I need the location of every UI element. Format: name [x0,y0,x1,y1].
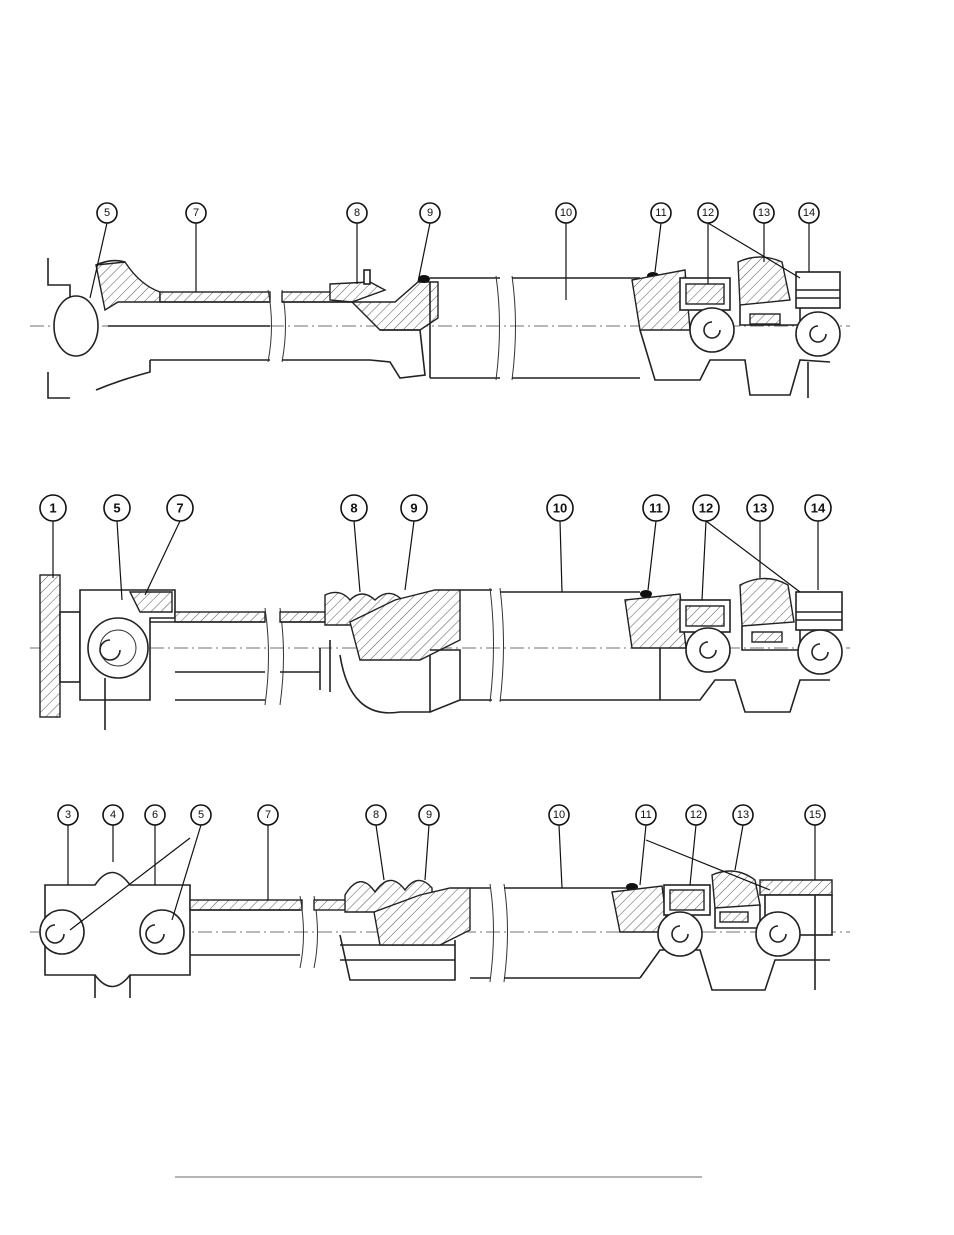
callout-top-9: 9 [420,203,440,223]
callout-bottom-5: 5 [191,805,211,825]
callout-bottom-7: 7 [258,805,278,825]
svg-text:1: 1 [49,501,56,516]
driveshaft-view-middle: 1 5 7 8 9 10 11 12 13 14 [30,495,850,730]
callout-top-13: 13 [754,203,774,223]
svg-text:9: 9 [410,501,417,516]
callout-middle-13: 13 [747,495,773,521]
callout-bottom-11: 11 [636,805,656,825]
callout-bottom-3: 3 [58,805,78,825]
callout-bottom-9: 9 [419,805,439,825]
svg-text:11: 11 [649,501,663,516]
svg-text:7: 7 [193,207,199,219]
callout-top-11: 11 [651,203,671,223]
svg-text:11: 11 [655,207,666,219]
callout-bottom-10: 10 [549,805,569,825]
svg-text:3: 3 [65,809,71,821]
driveshaft-view-bottom: 3 4 6 5 7 8 9 10 11 12 13 15 [30,805,850,998]
callout-middle-7: 7 [167,495,193,521]
callout-middle-8: 8 [341,495,367,521]
driveshaft-view-top: 5 7 8 9 10 11 12 13 14 [30,203,850,398]
svg-text:12: 12 [699,501,713,516]
callout-bottom-13: 13 [733,805,753,825]
leaders-middle [53,521,818,600]
svg-text:9: 9 [427,207,433,219]
callout-middle-14: 14 [805,495,831,521]
callout-middle-9: 9 [401,495,427,521]
callout-bottom-4: 4 [103,805,123,825]
callout-top-10: 10 [556,203,576,223]
callout-middle-1: 1 [40,495,66,521]
svg-text:6: 6 [152,809,158,821]
svg-text:5: 5 [113,501,120,516]
svg-text:10: 10 [553,501,567,516]
callout-top-8: 8 [347,203,367,223]
svg-text:13: 13 [758,207,770,219]
callout-middle-11: 11 [643,495,669,521]
svg-text:5: 5 [104,207,110,219]
svg-text:8: 8 [354,207,360,219]
svg-text:15: 15 [809,809,821,821]
svg-text:7: 7 [265,809,271,821]
svg-text:10: 10 [560,207,572,219]
svg-text:8: 8 [350,501,357,516]
callout-top-7: 7 [186,203,206,223]
svg-text:5: 5 [198,809,204,821]
callout-bottom-8: 8 [366,805,386,825]
svg-text:14: 14 [811,501,826,516]
svg-text:10: 10 [553,809,565,821]
svg-text:7: 7 [176,501,183,516]
callout-middle-10: 10 [547,495,573,521]
callout-middle-5: 5 [104,495,130,521]
callout-bottom-15: 15 [805,805,825,825]
svg-text:12: 12 [690,809,702,821]
callout-top-12: 12 [698,203,718,223]
svg-text:8: 8 [373,809,379,821]
svg-text:12: 12 [702,207,714,219]
svg-text:14: 14 [803,207,815,219]
svg-text:4: 4 [110,809,116,821]
callout-top-14: 14 [799,203,819,223]
callout-middle-12: 12 [693,495,719,521]
callout-bottom-12: 12 [686,805,706,825]
svg-text:13: 13 [737,809,749,821]
svg-text:9: 9 [426,809,432,821]
callout-top-5: 5 [97,203,117,223]
svg-text:13: 13 [753,501,767,516]
callout-bottom-6: 6 [145,805,165,825]
svg-text:11: 11 [640,809,651,821]
